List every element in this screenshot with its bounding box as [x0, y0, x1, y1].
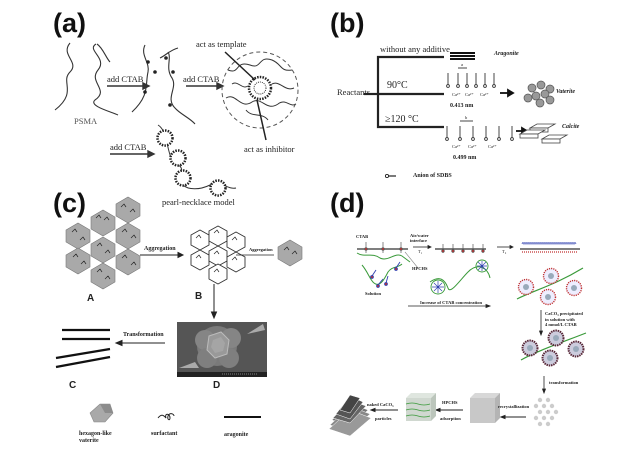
pearl-micelle — [156, 129, 174, 147]
label-hpchs-2: HPCHS — [442, 400, 458, 405]
hpchs-adsorbed-block — [405, 393, 436, 421]
calcite-cube — [470, 393, 500, 423]
label-adsorption: adsorption — [440, 416, 461, 421]
label-aragonite: Aragonite — [494, 51, 519, 57]
label-without-additive: without any additive — [380, 44, 450, 54]
label-t1: T₁ — [418, 249, 423, 254]
vaterite-spheres — [523, 80, 555, 108]
pearl-micelle — [169, 149, 187, 167]
label-increase-ctab: Increase of CTAB concentration — [420, 300, 482, 305]
label-particles: particles — [375, 416, 392, 421]
label-precip-line-3: 4 mmol/L CTAB — [545, 322, 577, 327]
label-solution: Solution — [365, 291, 382, 296]
dense-ctab-layer — [521, 242, 577, 246]
label-ca-ion: Ca²⁺ — [452, 144, 461, 149]
label-reactants: Reactants — [337, 87, 371, 97]
legend-sdbs-anion: Anion of SDBS — [413, 173, 452, 179]
legend-vaterite-label: hexagon-like vaterite — [79, 431, 112, 445]
label-ca-ion: Ca²⁺ — [465, 92, 474, 97]
label-dist-a: a — [461, 62, 463, 67]
label-ca-ion: Ca²⁺ — [468, 144, 477, 149]
coated-micelles — [521, 329, 585, 367]
label-ca-ion: Ca²⁺ — [488, 144, 497, 149]
micelle — [247, 75, 273, 101]
panel-label-a: (a) — [53, 8, 86, 38]
label-hpchs-1: HPCHS — [412, 266, 428, 271]
label-120c: ≥120 °C — [385, 114, 419, 125]
label-caco3-precipitated: CaCO₃ precipitated in solution with 4 mm… — [545, 311, 583, 328]
label-add-ctab-3: add CTAB — [110, 142, 147, 152]
label-precip-line-2: in solution with — [545, 316, 575, 322]
label-calcite: Calcite — [562, 124, 580, 130]
label-aggregation-1: Aggregation — [144, 246, 176, 252]
pearl-micelle — [174, 169, 192, 187]
label-add-ctab-1: add CTAB — [107, 74, 144, 84]
label-ca-ion: Ca²⁺ — [480, 92, 489, 97]
panel-label-b: (b) — [330, 8, 365, 38]
label-dist-b: b — [465, 115, 468, 120]
legend-vaterite-line-1: hexagon-like — [79, 431, 112, 437]
label-add-ctab-2: add CTAB — [183, 74, 220, 84]
label-dist-0413: 0.413 nm — [450, 103, 474, 109]
micelle-domain — [221, 51, 299, 129]
calcite-blocks — [518, 123, 569, 144]
legend-vaterite-line-2: vaterite — [79, 438, 99, 444]
label-vaterite: Vaterite — [556, 89, 575, 95]
pearl-micelle — [209, 179, 227, 197]
psma-chain — [54, 42, 74, 111]
label-interface-line-2: interface — [410, 238, 427, 243]
nanoparticle-cluster — [533, 397, 559, 427]
sdbs-row-90 — [446, 67, 496, 88]
label-stage-b: B — [195, 291, 203, 302]
label-ca-ion: Ca²⁺ — [452, 92, 461, 97]
label-precip-line-1: CaCO₃ precipitated — [545, 311, 583, 316]
sem-micrograph — [177, 322, 267, 377]
label-stage-d: D — [213, 380, 221, 391]
stacked-caco3-particles — [328, 394, 372, 437]
ctab-chain — [131, 44, 149, 113]
ctab-chain — [167, 51, 196, 125]
label-naked-caco3: naked CaCO₃ — [367, 402, 394, 407]
label-stage-a: A — [87, 293, 95, 304]
label-interface-line-1: Air/water — [410, 233, 429, 238]
legend-aragonite-label: aragonite — [224, 432, 249, 438]
label-air-water-interface: Air/water interface — [410, 233, 429, 243]
label-transformation: Transformation — [123, 332, 164, 338]
label-dist-0499: 0.499 nm — [453, 155, 477, 161]
label-recrystallization: recrystallization — [498, 404, 530, 409]
label-90c: 90°C — [387, 80, 408, 91]
legend-surfactant-label: surfactant — [151, 431, 178, 437]
label-transformation-d: transformation — [549, 380, 579, 385]
psma-chain — [92, 43, 119, 116]
label-act-as-template: act as template — [196, 39, 247, 49]
label-psma: PSMA — [74, 116, 98, 126]
label-act-as-inhibitor: act as inhibitor — [244, 144, 295, 154]
label-aggregation-2: Aggregation — [249, 247, 273, 252]
legend-surfactant-icon — [157, 413, 175, 421]
label-t2: T₂ — [502, 249, 507, 254]
panel-label-d: (d) — [330, 188, 365, 218]
panel-label-c: (c) — [53, 188, 86, 218]
label-stage-c: C — [69, 380, 77, 391]
aragonite-rods — [55, 328, 111, 369]
label-ctab: CTAB — [356, 234, 369, 239]
sdbs-row-120 — [445, 120, 514, 141]
surfactant-marks — [71, 203, 137, 280]
label-pearl-necklace-model: pearl-necklace model — [162, 197, 235, 207]
ctab-micelles-top — [517, 267, 583, 306]
